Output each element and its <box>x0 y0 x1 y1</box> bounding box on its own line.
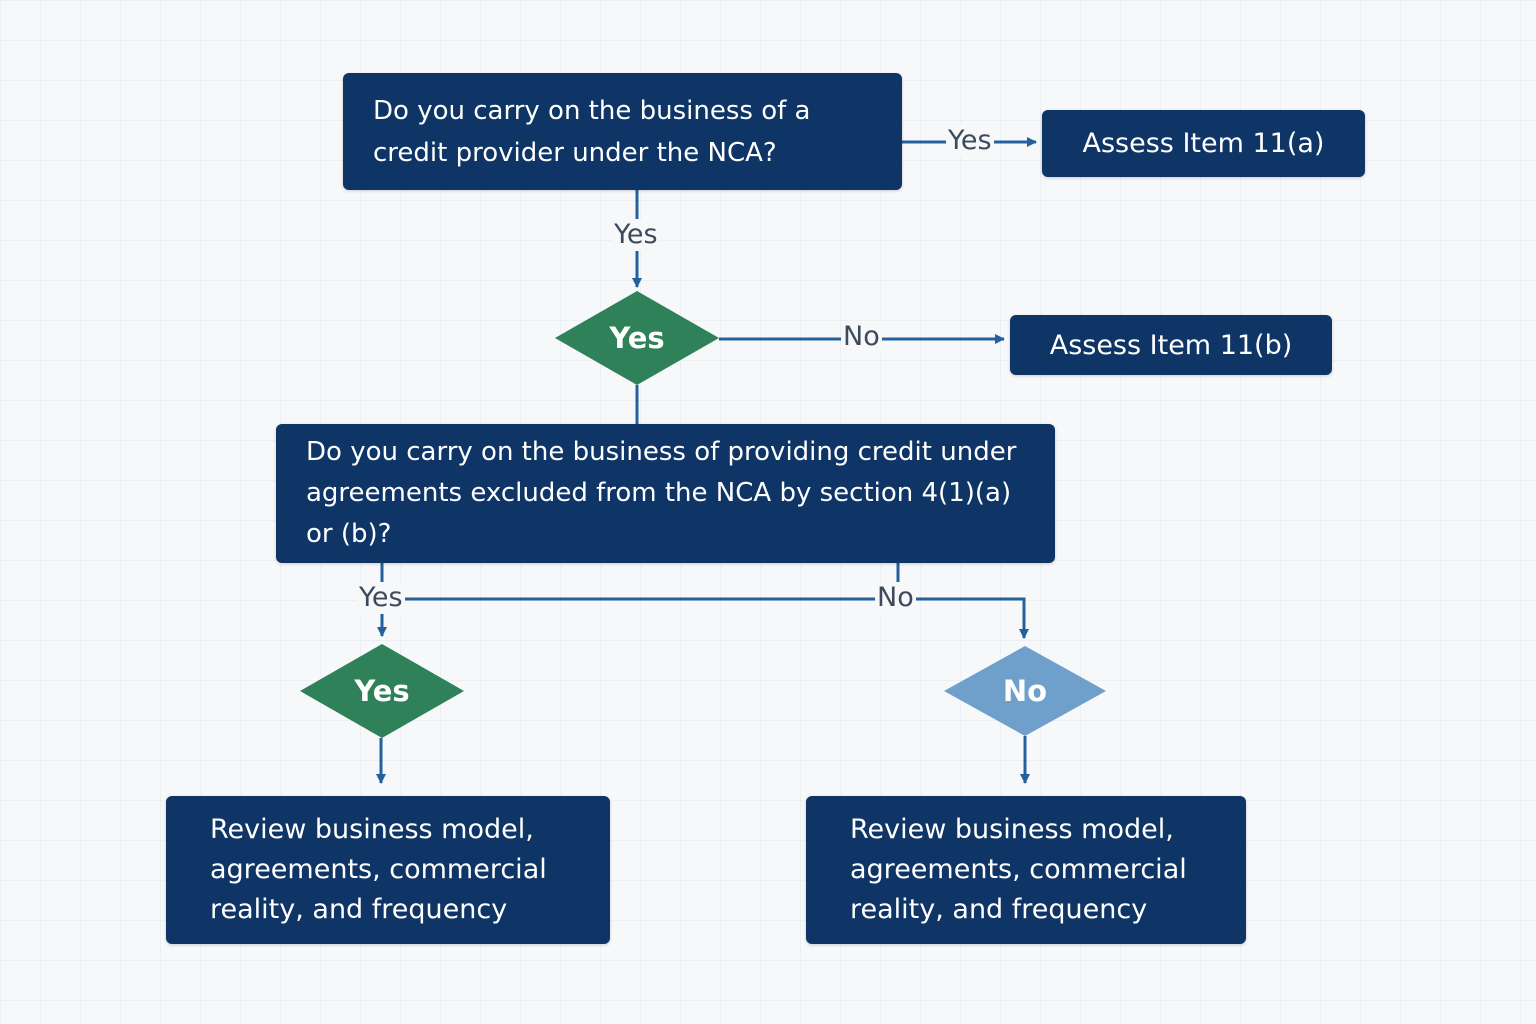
review-box-left-text: Review business model, agreements, comme… <box>210 814 547 925</box>
edge-label-q1-yes-down: Yes <box>612 219 660 251</box>
review-box-right-text: Review business model, agreements, comme… <box>850 814 1187 925</box>
edge-label-q2-yes: Yes <box>357 582 405 614</box>
question-credit-provider-text: Do you carry on the business of a credit… <box>373 95 811 168</box>
result-assess-item-11a: Assess Item 11(a) <box>1042 110 1365 177</box>
decision-left-label: Yes <box>354 674 410 708</box>
decision-right-label: No <box>1002 674 1048 708</box>
result-assess-item-11a-text: Assess Item 11(a) <box>1082 128 1325 159</box>
decision-diamond-left <box>300 644 464 738</box>
question-credit-provider: Do you carry on the business of a credit… <box>343 73 902 190</box>
edge-label-q1-yes-right: Yes <box>946 125 994 157</box>
edge-label-q2-no: No <box>875 582 916 614</box>
decision-diamond-top <box>555 291 719 385</box>
review-box-right: Review business model, agreements, comme… <box>806 796 1246 944</box>
question-excluded-agreements: Do you carry on the business of providin… <box>276 424 1055 563</box>
review-box-left: Review business model, agreements, comme… <box>166 796 610 944</box>
connector-q2-branch <box>382 597 1029 639</box>
result-assess-item-11b: Assess Item 11(b) <box>1010 315 1332 375</box>
question-excluded-agreements-text: Do you carry on the business of providin… <box>306 437 1017 549</box>
result-assess-item-11b-text: Assess Item 11(b) <box>1049 329 1293 361</box>
edge-label-decision-no: No <box>841 321 882 353</box>
decision-top-label: Yes <box>609 321 665 355</box>
decision-diamond-right <box>944 646 1106 736</box>
